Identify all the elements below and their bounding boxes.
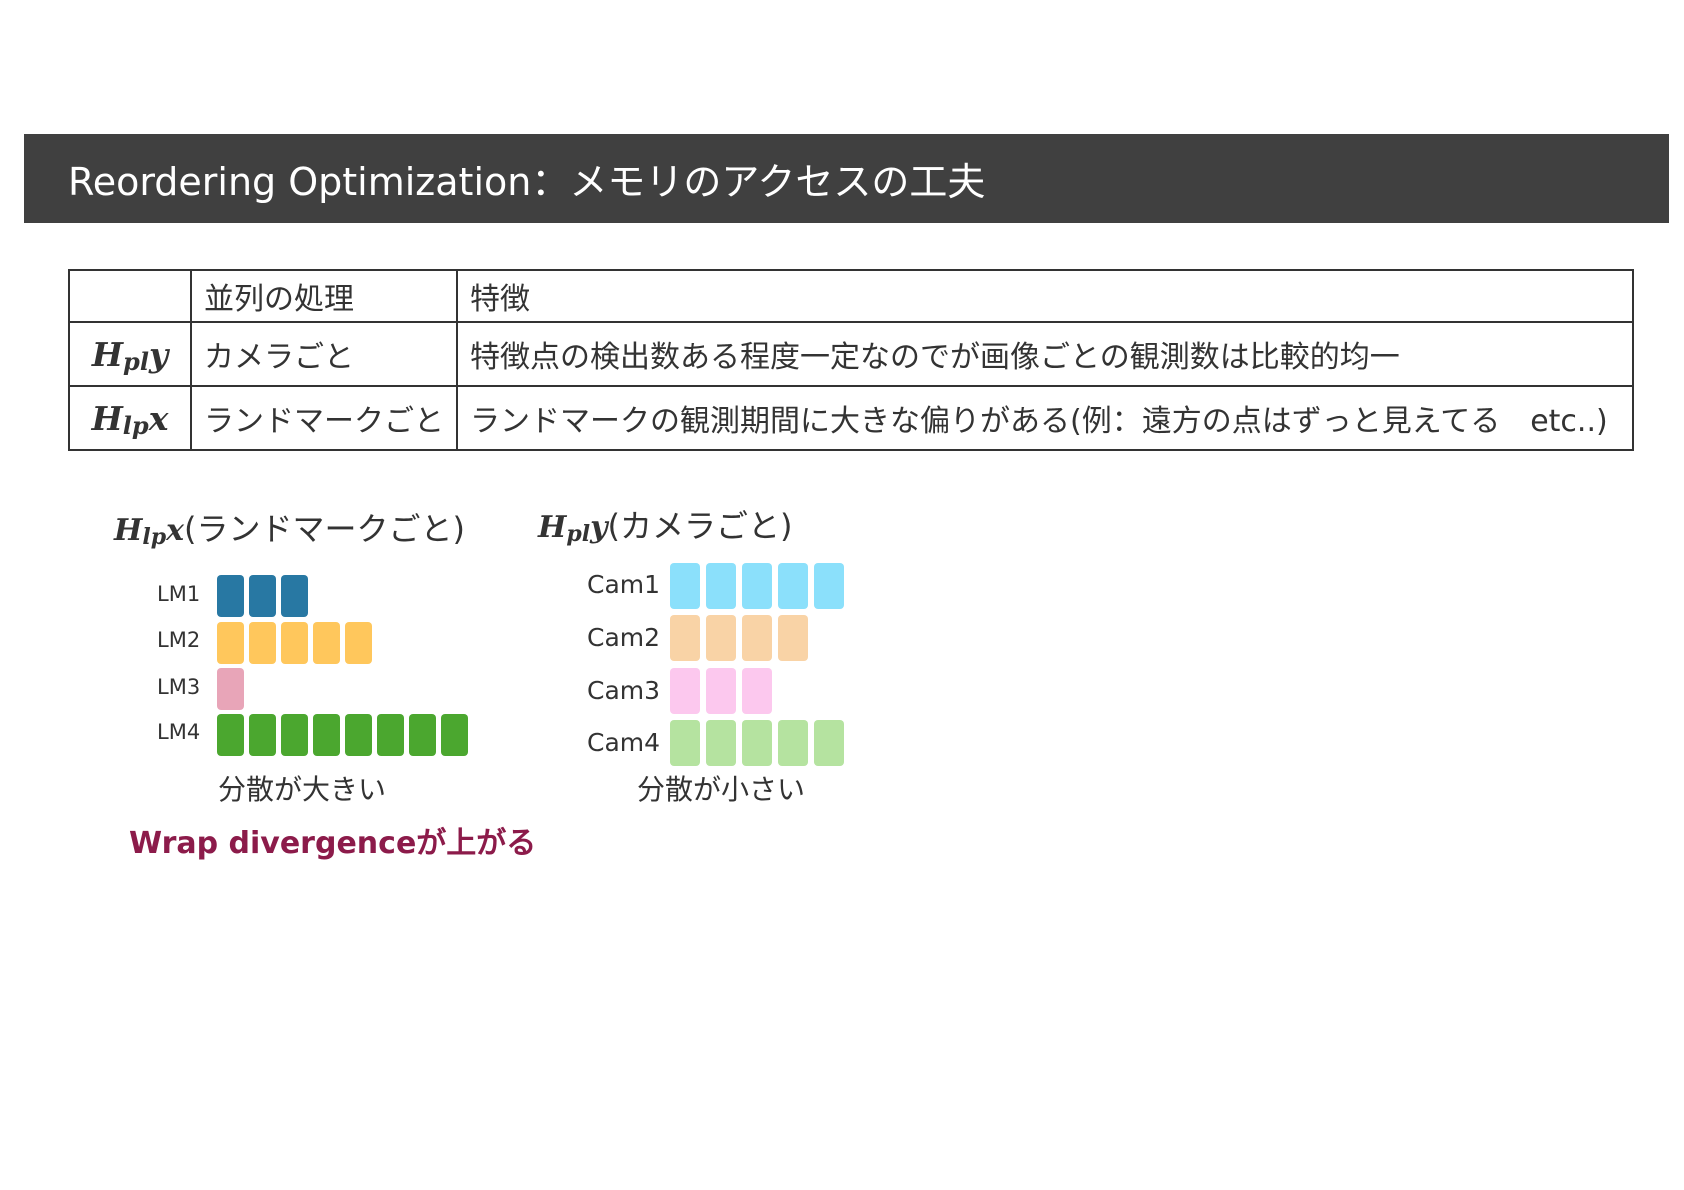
observation-cell (217, 668, 244, 710)
observation-cell (409, 714, 436, 756)
observation-cell (742, 720, 772, 766)
cell-row-cam3 (670, 668, 772, 714)
row-label: Cam1 (587, 570, 661, 599)
landmark-caption: 分散が大きい (218, 773, 387, 806)
observation-cell (377, 714, 404, 756)
cell-row-lm4 (217, 714, 468, 756)
observation-cell (217, 575, 244, 617)
observation-cell (281, 575, 308, 617)
cell-row-cam2 (670, 615, 808, 661)
conclusion-text: Wrap divergenceが上がる (129, 826, 537, 861)
observation-cell (706, 720, 736, 766)
comparison-table: 並列の処理 特徴 Hply カメラごと 特徴点の検出数ある程度一定なのでが画像ご… (68, 269, 1634, 451)
camera-section-title: Hply(カメラごと) (538, 507, 793, 547)
table-row: Hply カメラごと 特徴点の検出数ある程度一定なのでが画像ごとの観測数は比較的… (68, 321, 1634, 387)
matrix-expression: Hlpx (114, 513, 184, 550)
row-label: Cam4 (587, 728, 661, 757)
table-cell-feature: ランドマークの観測期間に大きな偏りがある(例：遠方の点はずっと見えてる etc.… (456, 385, 1634, 451)
cell-row-cam1 (670, 563, 844, 609)
row-label: Cam3 (587, 676, 661, 705)
row-label: Cam2 (587, 623, 661, 652)
row-label: LM1 (157, 582, 201, 606)
table-cell-processing: ランドマークごと (190, 385, 458, 451)
observation-cell (249, 575, 276, 617)
table-header-cell: 並列の処理 (190, 269, 458, 323)
observation-cell (281, 622, 308, 664)
row-label: LM4 (157, 720, 201, 744)
table-header-row: 並列の処理 特徴 (68, 269, 1634, 323)
observation-cell (670, 720, 700, 766)
observation-cell (345, 714, 372, 756)
cell-row-lm2 (217, 622, 372, 664)
observation-cell (814, 720, 844, 766)
observation-cell (706, 563, 736, 609)
table-cell-processing: カメラごと (190, 321, 458, 387)
cell-row-lm3 (217, 668, 244, 710)
observation-cell (441, 714, 468, 756)
observation-cell (313, 622, 340, 664)
cell-row-cam4 (670, 720, 844, 766)
observation-cell (217, 622, 244, 664)
observation-cell (778, 720, 808, 766)
table-header-cell: 特徴 (456, 269, 1634, 323)
matrix-expression: Hply (91, 334, 169, 376)
table-cell-matrix: Hply (68, 321, 192, 387)
observation-cell (281, 714, 308, 756)
row-label: LM3 (157, 675, 201, 699)
matrix-expression: Hply (538, 510, 608, 547)
observation-cell (217, 714, 244, 756)
observation-cell (249, 622, 276, 664)
observation-cell (670, 563, 700, 609)
observation-cell (249, 714, 276, 756)
observation-cell (742, 615, 772, 661)
observation-cell (670, 668, 700, 714)
observation-cell (742, 563, 772, 609)
observation-cell (706, 668, 736, 714)
matrix-expression: Hlpx (91, 398, 169, 440)
observation-cell (742, 668, 772, 714)
cell-row-lm1 (217, 575, 308, 617)
table-cell-matrix: Hlpx (68, 385, 192, 451)
table-row: Hlpx ランドマークごと ランドマークの観測期間に大きな偏りがある(例：遠方の… (68, 385, 1634, 451)
observation-cell (670, 615, 700, 661)
observation-cell (345, 622, 372, 664)
camera-caption: 分散が小さい (637, 773, 806, 806)
observation-cell (778, 563, 808, 609)
observation-cell (313, 714, 340, 756)
observation-cell (778, 615, 808, 661)
observation-cell (706, 615, 736, 661)
table-header-cell (68, 269, 192, 323)
landmark-section-title: Hlpx(ランドマークごと) (114, 510, 465, 550)
row-label: LM2 (157, 628, 201, 652)
table-cell-feature: 特徴点の検出数ある程度一定なのでが画像ごとの観測数は比較的均一 (456, 321, 1634, 387)
observation-cell (814, 563, 844, 609)
slide-title: Reordering Optimization：メモリのアクセスの工夫 (24, 134, 1669, 223)
